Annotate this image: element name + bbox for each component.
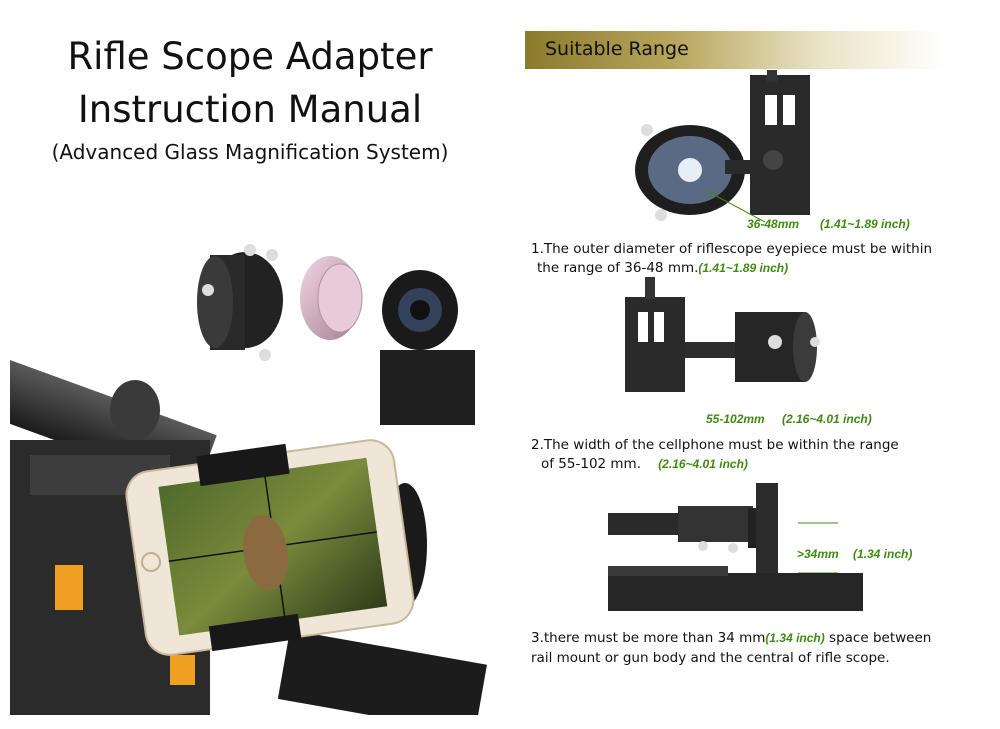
suitable-range-header: Suitable Range — [525, 31, 945, 69]
step1-dim-mm: 36-48mm — [747, 217, 800, 231]
step1-text-line2: the range of 36-48 mm.(1.41~1.89 inch) — [537, 260, 788, 276]
suitable-range-label: Suitable Range — [545, 38, 689, 60]
step2-dim-mm: 55-102mm — [706, 412, 765, 426]
step3-inch-inline: (1.34 inch) — [765, 631, 825, 645]
step3-dim-mm: >34mm — [797, 547, 839, 561]
scope-rail-photo — [608, 483, 863, 611]
step3-text-line2: rail mount or gun body and the central o… — [531, 650, 890, 666]
step2-inch-inline: (2.16~4.01 inch) — [658, 457, 748, 471]
title-block: Rifle Scope Adapter Instruction Manual (… — [30, 30, 470, 164]
step1-inch-inline: (1.41~1.89 inch) — [698, 261, 789, 275]
step3-text-line1b: space between — [829, 630, 932, 646]
step3-dim-inch: (1.34 inch) — [853, 547, 913, 561]
step2-text-line2-main: of 55-102 mm. — [541, 456, 642, 472]
step1-text-line2-main: the range of 36-48 mm. — [537, 260, 699, 276]
title-line-2: Instruction Manual — [77, 88, 423, 131]
step1-dim-inch: (1.41~1.89 inch) — [820, 217, 910, 231]
title-line-1: Rifle Scope Adapter — [67, 35, 433, 78]
step2-dim-inch: (2.16~4.01 inch) — [782, 412, 872, 426]
eyepiece-adapter-photo — [635, 70, 810, 223]
step2-text-line1: 2.The width of the cellphone must be wit… — [531, 437, 899, 453]
rifle-with-phone-photo — [10, 244, 487, 715]
phone-clamp-photo — [625, 277, 820, 392]
step2-text-line2: of 55-102 mm. (2.16~4.01 inch) — [541, 456, 748, 472]
step1-text-line1: 1.The outer diameter of riflescope eyepi… — [531, 241, 933, 257]
step3-text-line1a: 3.there must be more than 34 mm — [531, 630, 766, 646]
step3-text-line1: 3.there must be more than 34 mm(1.34 inc… — [531, 630, 931, 646]
subtitle: (Advanced Glass Magnification System) — [51, 140, 449, 164]
